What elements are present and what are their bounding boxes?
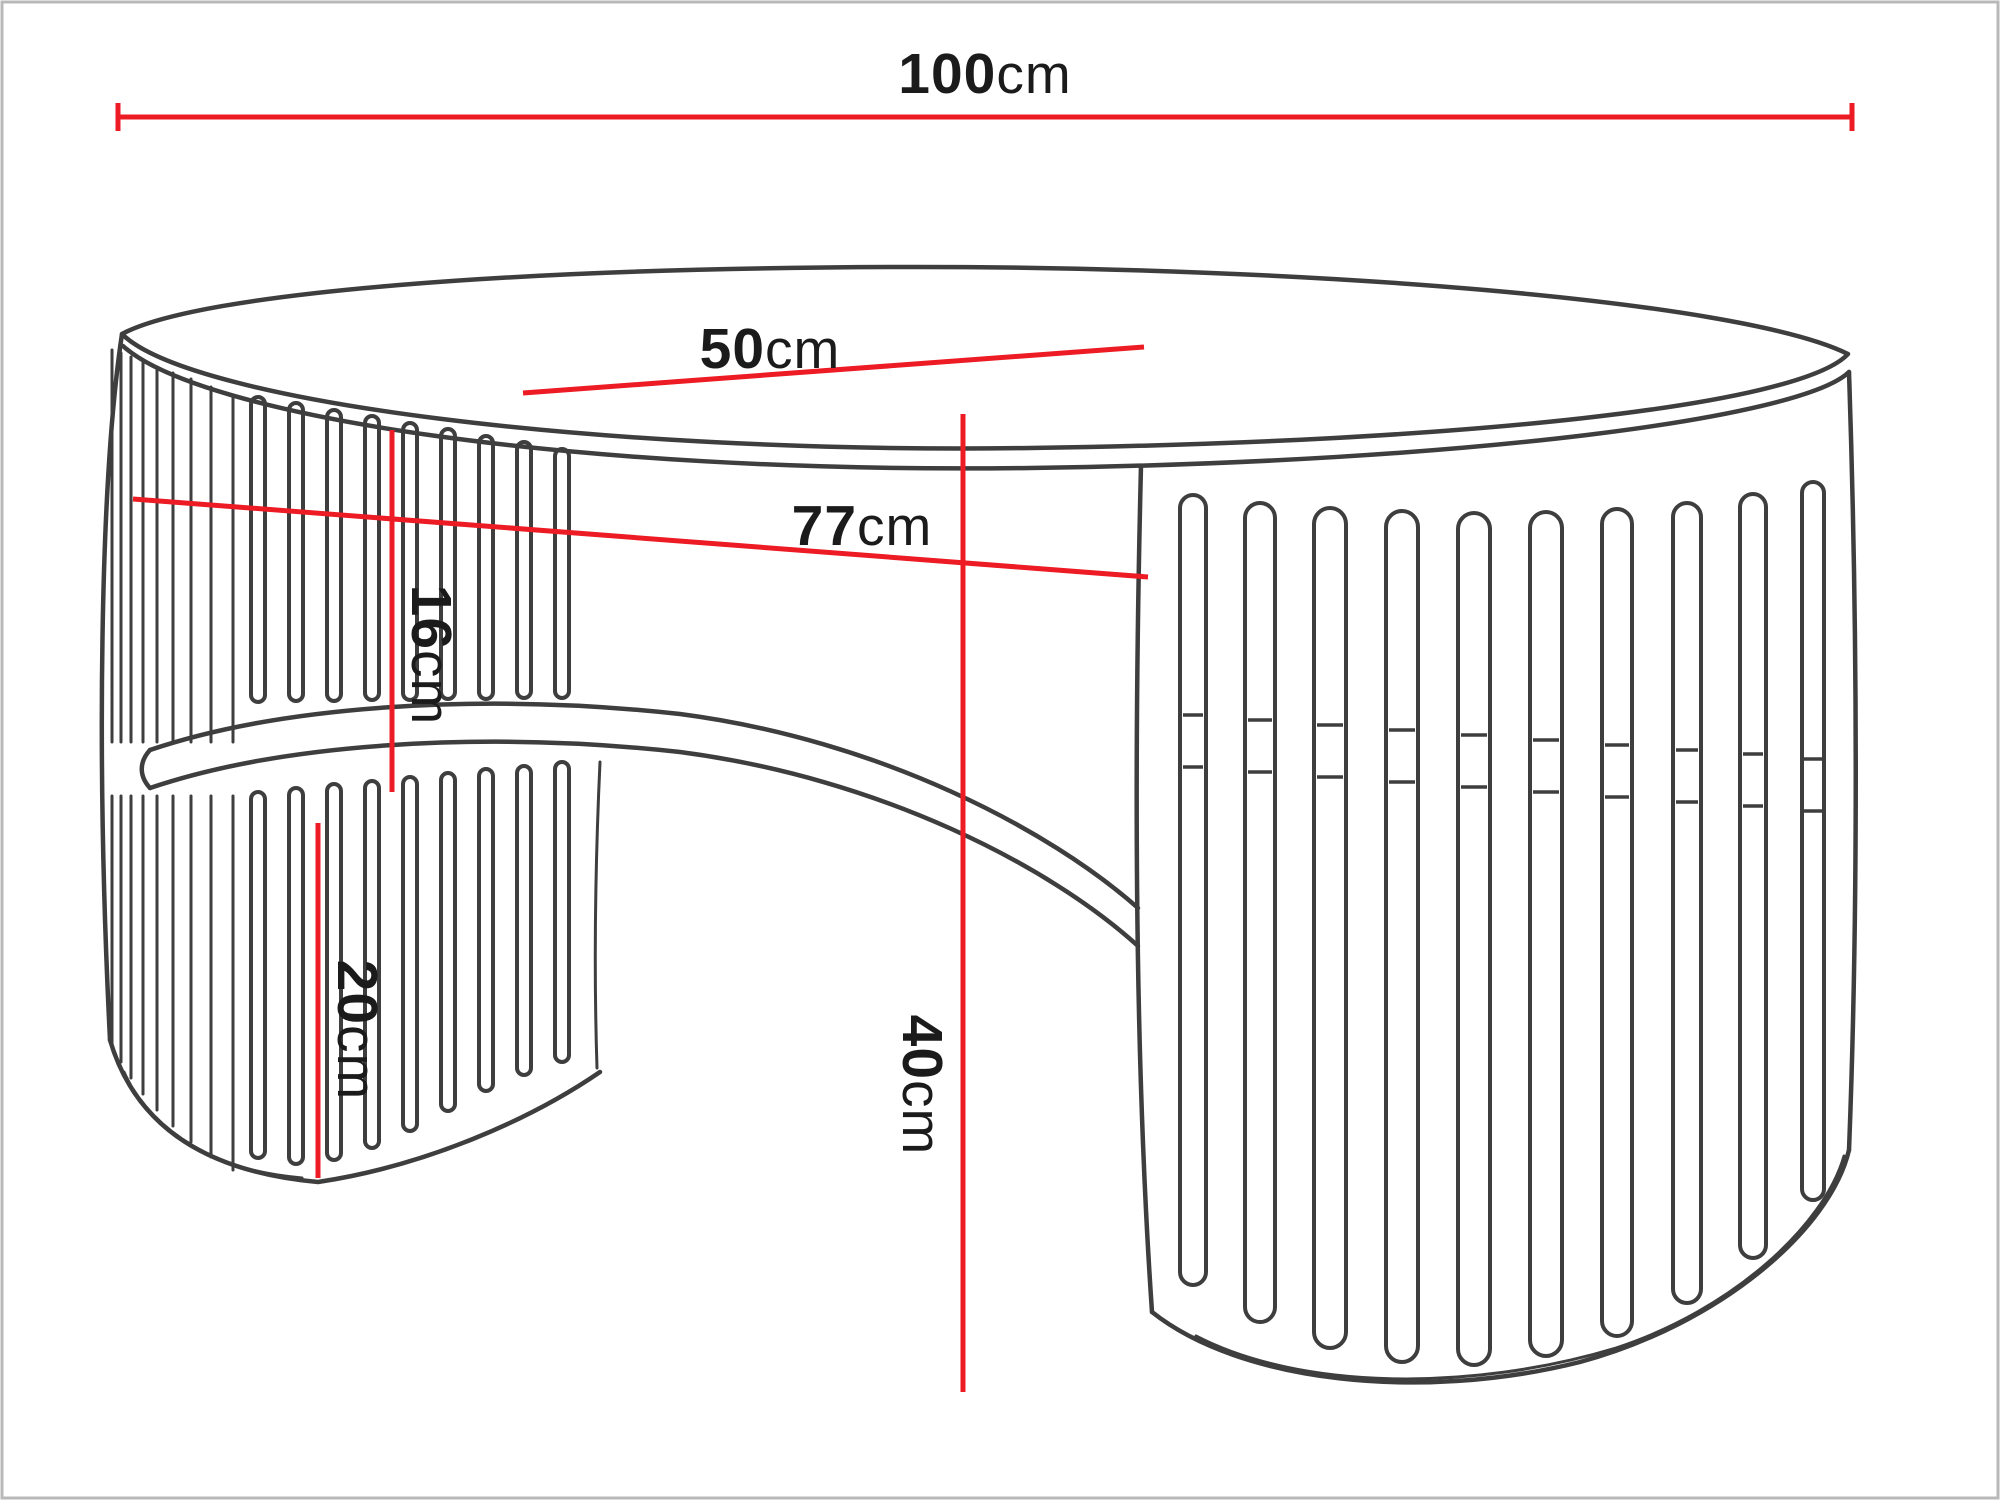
dim-depth-unit: cm	[765, 318, 840, 380]
slat	[363, 414, 381, 702]
slat	[1738, 492, 1768, 1260]
right-drum-left-edge	[1134, 463, 1155, 1315]
shelf-top-edge	[147, 701, 1141, 911]
dim-base-height-label: 20cm	[325, 960, 389, 1101]
dim-width-line	[115, 103, 1855, 131]
dim-inner-width-unit: cm	[857, 495, 932, 557]
shelf-left-cap	[139, 747, 153, 791]
slat	[1384, 509, 1420, 1364]
dim-width-unit: cm	[996, 43, 1071, 105]
slat	[1312, 506, 1348, 1350]
slat	[1456, 511, 1492, 1367]
right-drum-bottom-rim	[1149, 1147, 1852, 1385]
dim-clearance-label: 16cm	[399, 585, 463, 726]
slat	[553, 760, 571, 1064]
slat	[1800, 480, 1826, 1202]
right-drum-slats	[1178, 480, 1826, 1367]
slat	[515, 440, 533, 700]
left-drum-left-edge	[99, 331, 125, 1043]
slat	[287, 786, 305, 1166]
dim-clearance-unit: cm	[400, 650, 462, 725]
dim-inner-width-value: 77	[792, 494, 857, 558]
slat	[1243, 501, 1277, 1324]
slat	[249, 790, 267, 1160]
slat	[1600, 507, 1634, 1338]
dim-base-height-unit: cm	[326, 1025, 388, 1100]
slat	[477, 434, 495, 701]
slat	[1178, 493, 1208, 1287]
right-drum-bottom-rim-inner	[1194, 1154, 1846, 1381]
slat	[249, 395, 267, 704]
table-drawing	[99, 264, 1858, 1385]
dim-height-unit: cm	[891, 1080, 953, 1155]
dim-inner-width-line	[132, 496, 1149, 580]
left-drum-upper-slats	[249, 395, 571, 704]
left-drum-lower-slats	[249, 760, 571, 1166]
dim-clearance-value: 16	[399, 585, 463, 650]
tabletop-outline	[119, 264, 1851, 451]
slat	[439, 771, 457, 1113]
dim-height-label: 40cm	[890, 1015, 954, 1156]
right-drum-right-edge	[1846, 369, 1858, 1153]
slat	[401, 421, 419, 702]
dim-depth-value: 50	[700, 317, 765, 381]
slat	[515, 764, 533, 1077]
slat	[553, 447, 571, 700]
left-drum-front-edge	[593, 760, 602, 1070]
tabletop-underside	[120, 343, 1852, 471]
slat	[477, 767, 495, 1093]
dim-depth-label: 50cm	[700, 317, 841, 381]
left-drum-edge-slats	[110, 348, 235, 1172]
dim-height-value: 40	[890, 1015, 954, 1080]
dim-base-height-value: 20	[325, 960, 389, 1025]
left-drum-bottom-rim-inner	[122, 1070, 304, 1180]
slat	[363, 779, 381, 1150]
slat	[1671, 501, 1703, 1305]
slat	[325, 782, 343, 1162]
dim-width-value: 100	[898, 42, 996, 106]
dim-depth-line	[522, 344, 1145, 396]
dim-width-label: 100cm	[898, 42, 1071, 106]
slat	[401, 775, 419, 1133]
dimension-labels: 100cm 50cm 77cm 16cm 20cm 40cm	[325, 42, 1071, 1156]
dim-inner-width-label: 77cm	[792, 494, 933, 558]
slat	[439, 427, 457, 701]
slat	[325, 408, 343, 703]
shelf-through-slot-lines	[1183, 713, 1822, 813]
shelf-bottom-edge	[147, 739, 1141, 949]
dimension-lines	[115, 103, 1855, 1392]
slat	[1528, 510, 1564, 1358]
slat	[287, 401, 305, 703]
